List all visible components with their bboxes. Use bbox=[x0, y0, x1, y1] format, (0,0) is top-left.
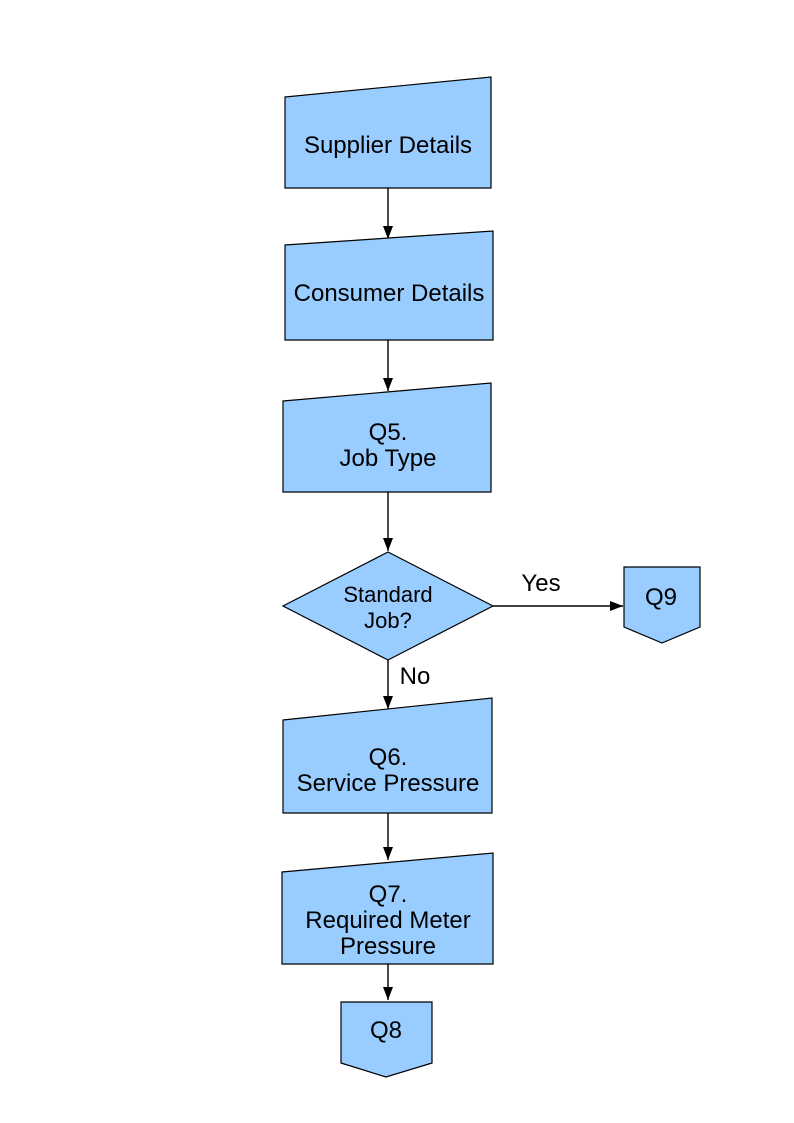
node-q5-job-type-shape bbox=[282, 382, 492, 493]
node-q9-connector-shape bbox=[623, 566, 701, 644]
node-consumer-details-shape bbox=[284, 230, 494, 341]
node-standard-job-decision-shape bbox=[281, 551, 495, 661]
node-supplier-details-shape bbox=[284, 76, 492, 189]
node-q7-required-meter-pressure-shape bbox=[281, 852, 494, 965]
node-q8-connector-shape bbox=[340, 1001, 433, 1078]
node-q6-service-pressure-shape bbox=[282, 697, 493, 814]
